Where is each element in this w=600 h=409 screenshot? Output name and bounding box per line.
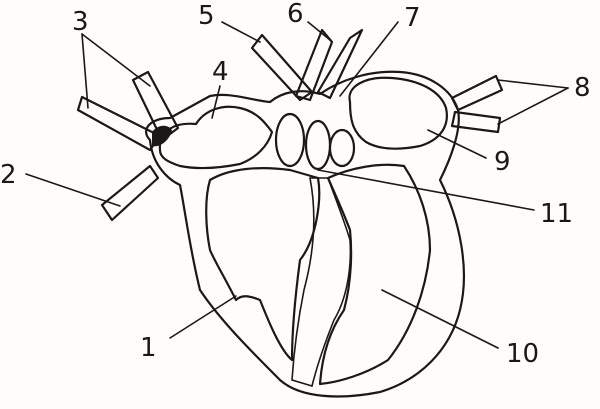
leader-7 <box>339 21 399 97</box>
label-4: 4 <box>212 57 229 87</box>
label-8: 8 <box>574 73 591 103</box>
label-6: 6 <box>287 0 304 29</box>
septum <box>291 177 352 388</box>
left-ventricle-cavity <box>205 167 321 362</box>
aorta-branch-right <box>316 28 364 100</box>
right-atrium-cavity <box>348 76 448 150</box>
leader-3b <box>81 33 151 87</box>
leader-8b <box>497 87 569 125</box>
pulmonary-vein-lower <box>450 110 502 134</box>
label-1: 1 <box>140 333 157 363</box>
valve-left <box>274 112 306 168</box>
leader-6 <box>307 21 331 41</box>
left-atrium-cavity <box>158 105 274 170</box>
heart-outer-wall <box>145 70 466 398</box>
pulmonary-vein-upper <box>450 74 504 112</box>
label-11: 11 <box>540 199 573 229</box>
vena-cava-lower <box>100 164 160 222</box>
label-9: 9 <box>494 147 511 177</box>
leader-8a <box>497 79 569 89</box>
vena-cava-upper-left <box>76 95 162 152</box>
vena-cava-upper-right <box>131 70 180 142</box>
vessel-opening <box>152 125 172 147</box>
leader-11 <box>317 169 535 211</box>
label-2: 2 <box>0 160 17 190</box>
label-3: 3 <box>72 7 89 37</box>
valve-mid <box>304 119 332 171</box>
valve-right <box>328 128 356 168</box>
leader-lines <box>25 21 569 349</box>
leader-9 <box>427 129 487 159</box>
label-10: 10 <box>506 339 539 369</box>
label-5: 5 <box>198 1 215 31</box>
leader-2 <box>25 173 121 207</box>
leader-5 <box>221 21 261 43</box>
leader-10 <box>381 289 499 349</box>
leader-1 <box>169 295 237 339</box>
valves <box>274 112 356 171</box>
label-7: 7 <box>404 3 421 33</box>
leader-3a <box>81 33 89 109</box>
leader-4 <box>211 85 221 119</box>
right-ventricle-cavity <box>318 163 432 386</box>
labels: 1 2 3 4 5 6 7 8 9 10 11 <box>0 0 591 369</box>
